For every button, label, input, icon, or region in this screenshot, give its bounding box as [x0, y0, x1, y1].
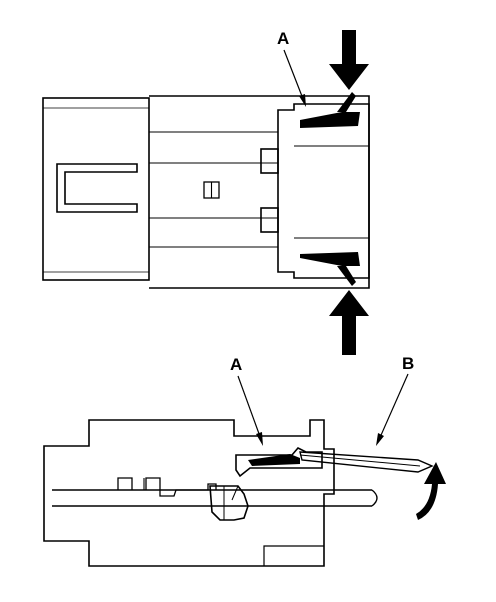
connector-side-view: [43, 373, 446, 567]
rotate-arrow-icon: [416, 462, 446, 520]
callout-label-a-top: A: [277, 29, 290, 48]
wire-end: [371, 489, 378, 507]
connector-body-left: [42, 97, 150, 281]
leader-line-a-bottom: [237, 375, 263, 443]
housing-side-profile: [43, 419, 335, 567]
callout-label-b: B: [402, 354, 415, 373]
terminal-lance-arm: [248, 454, 300, 466]
housing-side-lower-step: [263, 545, 324, 566]
terminal-contact-detail: [223, 485, 239, 520]
locking-latch-upper: [300, 112, 360, 128]
leader-line-a-top: [283, 49, 306, 105]
callout-label-a-bottom: A: [230, 355, 243, 374]
leader-arrowhead-a-top: [299, 94, 306, 107]
terminal-body: [117, 477, 217, 497]
press-arrow-up-icon: [329, 290, 369, 355]
terminal-contact: [209, 485, 249, 521]
release-tool: [299, 451, 434, 473]
connector-top-view: [42, 30, 370, 355]
latch-window: [56, 163, 138, 213]
press-arrow-down-icon: [329, 30, 369, 90]
housing-tab-upper: [260, 148, 279, 174]
locking-latch-lower: [300, 252, 360, 266]
connector-housing-right: [277, 103, 370, 279]
terminal-lance: [235, 447, 323, 478]
locking-latch-upper-ramp: [337, 92, 356, 112]
release-tool-edge: [299, 454, 421, 467]
leader-arrowhead-a-bottom: [256, 432, 263, 446]
housing-tab-lower: [260, 207, 279, 233]
leader-line-b: [377, 373, 409, 443]
locking-latch-lower-ramp: [337, 266, 356, 286]
leader-arrowhead-b: [376, 433, 384, 446]
